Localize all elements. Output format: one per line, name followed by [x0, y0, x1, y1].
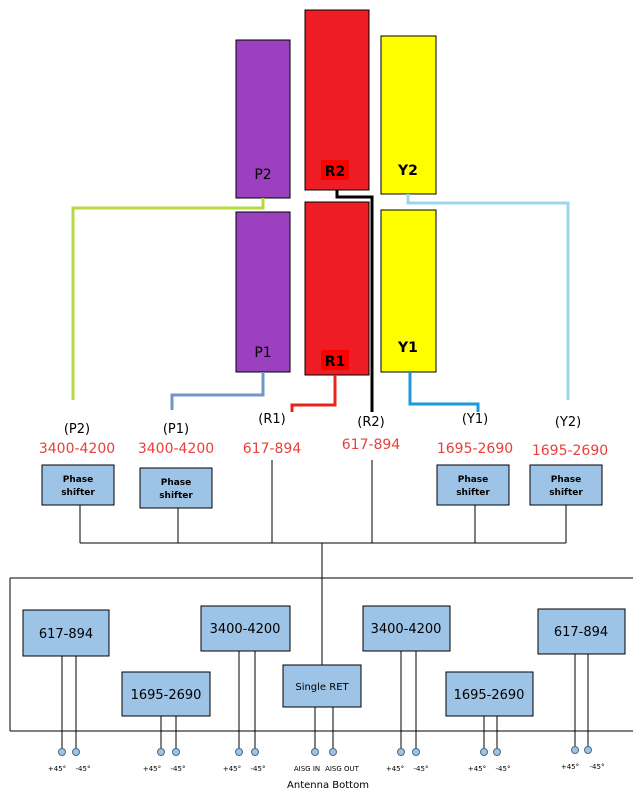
connector-port	[235, 748, 243, 756]
connector-label: +45°	[561, 763, 579, 771]
enclosure	[9, 577, 633, 732]
feed-line-y1	[408, 372, 480, 412]
connector-port	[329, 748, 337, 756]
connector-port	[584, 746, 592, 754]
connector-label: -45°	[76, 765, 91, 773]
module-label: 617-894	[554, 625, 608, 640]
port-band: 617-894	[342, 437, 401, 453]
array-r1-label: R1	[325, 354, 346, 370]
connector-label: AISG OUT	[325, 765, 360, 773]
array-r1: R1	[304, 201, 370, 376]
connector-port	[172, 748, 180, 756]
control-bus	[79, 460, 567, 665]
connector-port	[251, 748, 259, 756]
array-p2: P2	[235, 39, 291, 199]
connector-port	[480, 748, 488, 756]
feed-line-y2	[406, 194, 570, 400]
connector-port	[58, 748, 66, 756]
connector-port	[571, 746, 579, 754]
port-band: 1695-2690	[437, 441, 513, 457]
connector-label: +45°	[386, 765, 404, 773]
connector-leads	[61, 651, 589, 751]
array-r2-label: R2	[325, 164, 346, 180]
connector-port	[412, 748, 420, 756]
array-y1-label: Y1	[397, 340, 418, 356]
module-label: 3400-4200	[371, 622, 442, 637]
port-label: (P2)	[64, 422, 90, 437]
connector-dots	[58, 746, 592, 756]
port-label: (Y2)	[555, 415, 581, 430]
module-label: 3400-4200	[210, 622, 281, 637]
connector-label: -45°	[496, 765, 511, 773]
connector-label: +45°	[223, 765, 241, 773]
connector-port	[72, 748, 80, 756]
array-p1: P1	[235, 211, 291, 373]
feed-line-p2	[71, 198, 265, 400]
port-band: 3400-4200	[39, 441, 115, 457]
array-p2-label: P2	[254, 167, 271, 183]
array-y1: Y1	[380, 209, 437, 373]
feed-line-r2	[335, 190, 374, 412]
connector-label: -45°	[171, 765, 186, 773]
array-p1-label: P1	[254, 345, 271, 361]
connector-port	[311, 748, 319, 756]
array-y2: Y2	[380, 35, 437, 195]
connector-label: -45°	[414, 765, 429, 773]
port-band: 1695-2690	[532, 443, 608, 459]
connector-label: -45°	[590, 763, 605, 771]
module-label: 1695-2690	[131, 688, 202, 703]
module-label: 1695-2690	[454, 688, 525, 703]
port-label: (Y1)	[462, 412, 488, 427]
module-label: 617-894	[39, 627, 93, 642]
port-band: 617-894	[243, 441, 302, 457]
port-label: (R1)	[258, 412, 285, 427]
connector-label: +45°	[468, 765, 486, 773]
connector-label: +45°	[143, 765, 161, 773]
connector-labels: +45° -45° +45° -45° +45° -45° AISG IN AI…	[48, 763, 605, 773]
array-r2: R2	[304, 9, 370, 191]
array-y2-label: Y2	[397, 163, 418, 179]
footer-label: Antenna Bottom	[287, 780, 369, 791]
modules: 617-894 1695-2690 3400-4200 Single RET 3…	[22, 605, 626, 717]
connector-label: AISG IN	[294, 765, 320, 773]
port-label: (P1)	[163, 422, 189, 437]
module-label: Single RET	[295, 682, 349, 693]
connector-label: -45°	[251, 765, 266, 773]
feed-line-r1	[290, 375, 337, 412]
connector-port	[397, 748, 405, 756]
feed-line-p1	[170, 372, 265, 410]
port-labels: (P2) 3400-4200 (P1) 3400-4200 (R1) 617-8…	[39, 412, 608, 459]
port-label: (R2)	[357, 415, 384, 430]
port-band: 3400-4200	[138, 441, 214, 457]
connector-label: +45°	[48, 765, 66, 773]
connector-port	[157, 748, 165, 756]
connector-port	[493, 748, 501, 756]
